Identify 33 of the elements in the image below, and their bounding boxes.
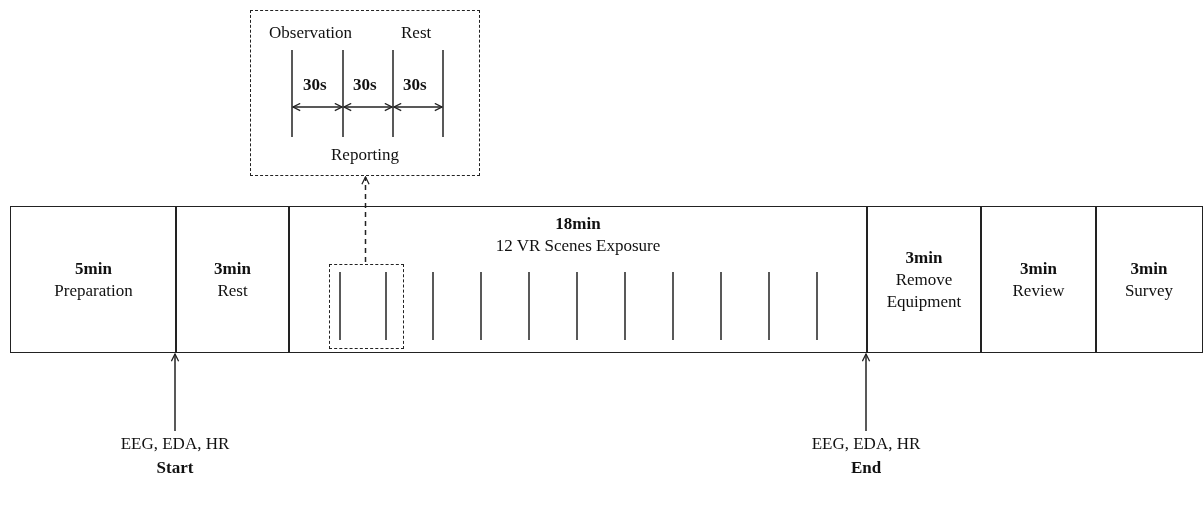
- inset-box: [250, 10, 480, 176]
- phase-label: Survey: [1124, 279, 1174, 302]
- phase-cell: [175, 206, 290, 353]
- duration-label: 30s: [303, 75, 327, 95]
- duration-label: 30s: [353, 75, 377, 95]
- phase-label: Review: [1012, 279, 1065, 302]
- phase-label: Preparation: [54, 279, 133, 302]
- duration-label: 3min: [1130, 257, 1168, 280]
- arrow: [170, 353, 180, 432]
- phase-label: Rest: [217, 279, 248, 302]
- phase-cell: [866, 206, 982, 353]
- duration-label: 5min: [75, 257, 112, 280]
- marker-label: End: [849, 457, 883, 479]
- arrow: [361, 176, 370, 263]
- phase-label: Remove Equipment: [885, 268, 963, 313]
- marker-label: Start: [155, 457, 195, 479]
- signal-label: EEG, EDA, HR: [119, 433, 231, 455]
- duration-label: 18min: [555, 213, 601, 235]
- arrow: [861, 353, 871, 432]
- duration-label: 3min: [214, 257, 251, 280]
- phase-cell: [1095, 206, 1203, 353]
- phase-label: 12 VR Scenes Exposure: [495, 235, 661, 257]
- duration-label: 30s: [403, 75, 427, 95]
- phase-label: Rest: [401, 23, 432, 43]
- highlight-box: [329, 264, 404, 349]
- phase-cell: [288, 206, 868, 353]
- phase-label: Reporting: [331, 145, 399, 165]
- signal-label: EEG, EDA, HR: [810, 433, 922, 455]
- duration-label: 3min: [1020, 257, 1057, 280]
- phase-cell: [980, 206, 1097, 353]
- phase-cell: [10, 206, 177, 353]
- phase-label: Observation: [269, 23, 353, 43]
- duration-label: 3min: [905, 246, 943, 269]
